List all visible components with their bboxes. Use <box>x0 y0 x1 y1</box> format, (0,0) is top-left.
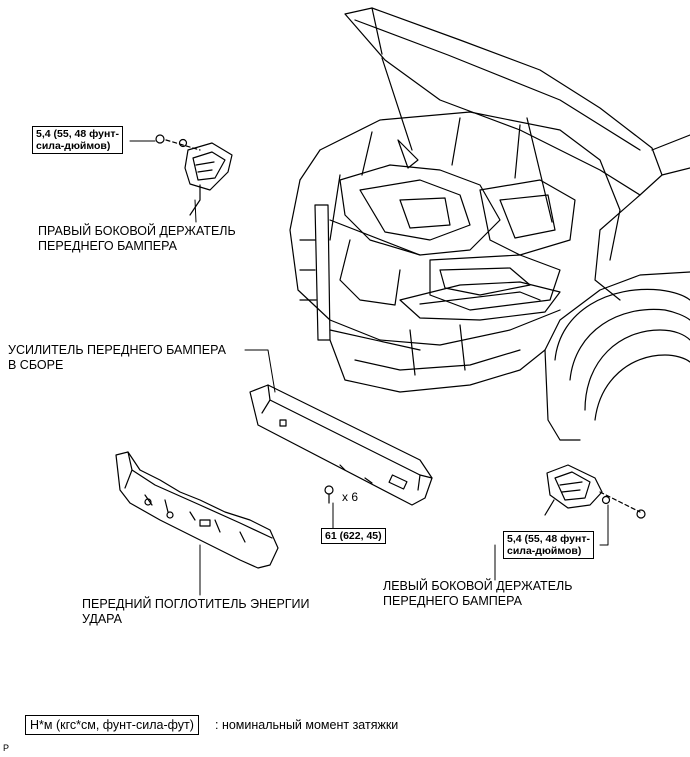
figure-id: P <box>3 743 10 753</box>
torque-spec-reinforcement: 61 (622, 45) <box>321 528 386 544</box>
reinforcement-beam-part <box>249 384 433 506</box>
label-reinforcement: УСИЛИТЕЛЬ ПЕРЕДНЕГО БАМПЕРА В СБОРЕ <box>8 343 226 372</box>
label-energy-absorber: ПЕРЕДНИЙ ПОГЛОТИТЕЛЬ ЭНЕРГИИ УДАРА <box>82 597 310 626</box>
car-body <box>289 7 690 441</box>
torque-spec-left-retainer: 5,4 (55, 48 фунт- сила-дюймов) <box>503 531 594 559</box>
energy-absorber-part <box>115 451 279 569</box>
legend-unit-box: Н*м (кгс*см, фунт-сила-фут) <box>25 715 199 735</box>
torque-spec-right-retainer: 5,4 (55, 48 фунт- сила-дюймов) <box>32 126 123 154</box>
label-left-side-retainer: ЛЕВЫЙ БОКОВОЙ ДЕРЖАТЕЛЬ ПЕРЕДНЕГО БАМПЕР… <box>383 579 573 608</box>
leader-lines <box>129 140 609 596</box>
right-side-retainer-part <box>155 134 233 216</box>
left-side-retainer-part <box>544 464 646 519</box>
label-right-side-retainer: ПРАВЫЙ БОКОВОЙ ДЕРЖАТЕЛЬ ПЕРЕДНЕГО БАМПЕ… <box>38 224 236 253</box>
reinforcement-bolt-part <box>324 485 334 504</box>
bolt-quantity: x 6 <box>342 490 359 504</box>
legend-description: : номинальный момент затяжки <box>215 718 399 732</box>
